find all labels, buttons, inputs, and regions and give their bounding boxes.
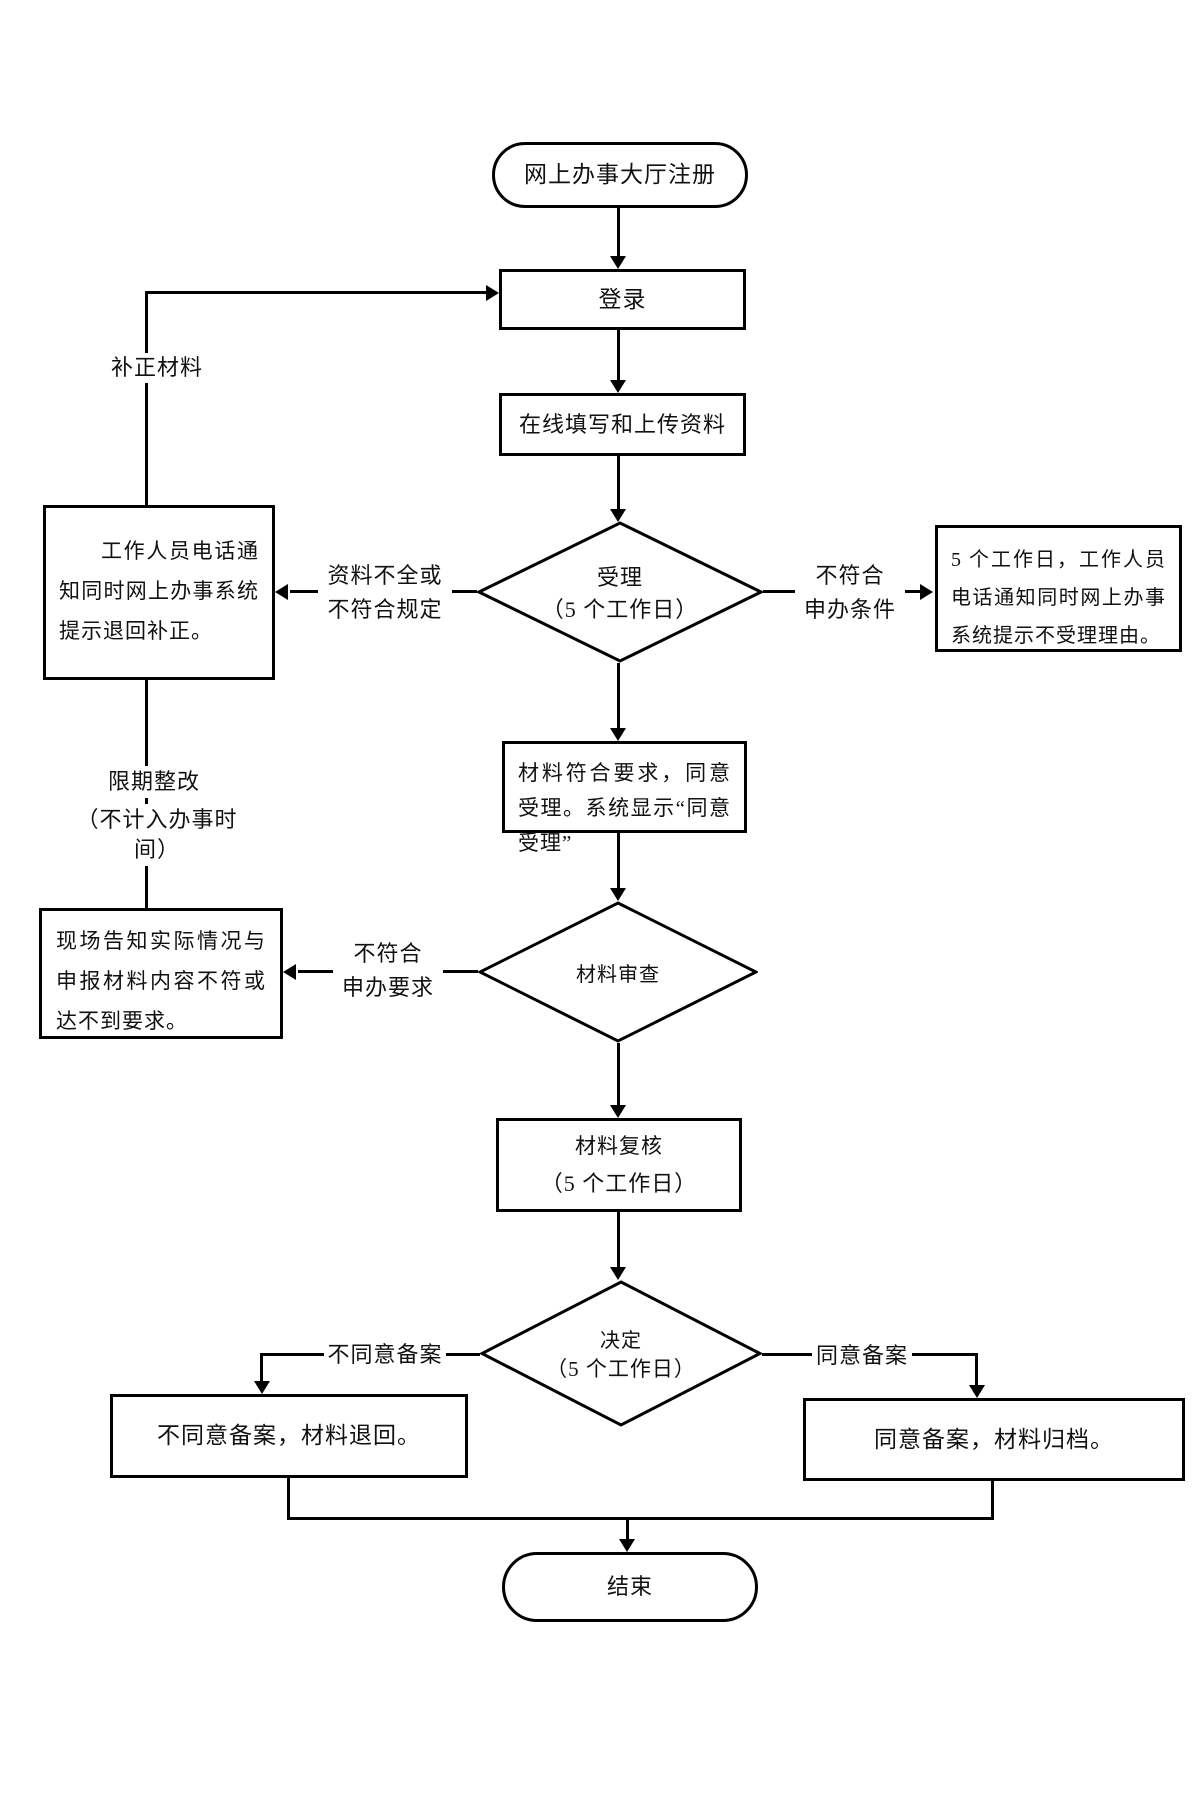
approve-result-node: 同意备案，材料归档。 xyxy=(803,1398,1185,1481)
arrowhead-down-icon xyxy=(254,1381,270,1394)
edge-recheck-decide xyxy=(617,1212,620,1267)
arrowhead-down-icon xyxy=(610,888,626,901)
arrowhead-down-icon xyxy=(610,509,626,522)
edge-decide-left-v xyxy=(260,1353,263,1381)
edge-label-not-eligible: 不符合 申办条件 xyxy=(795,558,905,628)
arrowhead-right-icon xyxy=(486,285,499,301)
arrowhead-left-icon xyxy=(275,584,288,600)
arrowhead-left-icon xyxy=(283,964,296,980)
edge-label-disagree: 不同意备案 xyxy=(324,1340,446,1370)
arrowhead-down-icon xyxy=(610,256,626,269)
edge-label-rectify-note: （不计入办事时间） xyxy=(60,804,254,866)
reject-result-node: 不同意备案，材料退回。 xyxy=(110,1394,468,1478)
edge-login-fill xyxy=(617,330,620,380)
edge-converge-right-v xyxy=(991,1481,994,1520)
onsite-inform-node: 现场告知实际情况与申报材料内容不符或达不到要求。 xyxy=(39,908,283,1039)
decide-diamond: 决定 （5 个工作日） xyxy=(480,1280,762,1427)
accept-title: 受理 xyxy=(596,565,643,590)
recheck-subtitle: （5 个工作日） xyxy=(540,1171,698,1196)
edge-label-not-meet: 不符合 申办要求 xyxy=(333,936,443,1006)
edge-label-fix-materials: 补正材料 xyxy=(100,353,214,383)
arrowhead-down-icon xyxy=(969,1385,985,1398)
accept-diamond: 受理 （5 个工作日） xyxy=(477,521,763,663)
approve-result-label: 同意备案，材料归档。 xyxy=(874,1426,1114,1452)
arrowhead-down-icon xyxy=(610,380,626,393)
fill-upload-node: 在线填写和上传资料 xyxy=(499,393,746,456)
edge-decide-right-v xyxy=(975,1353,978,1385)
edge-converge-h xyxy=(287,1517,994,1520)
accept-diamond-shape xyxy=(477,521,763,663)
edge-label-incomplete: 资料不全或 不符合规定 xyxy=(318,558,452,628)
edge-review-recheck xyxy=(617,1043,620,1105)
start-node: 网上办事大厅注册 xyxy=(492,142,748,208)
material-review-diamond: 材料审查 xyxy=(478,901,758,1043)
end-label: 结束 xyxy=(606,1574,653,1600)
edge-loop-vertical xyxy=(145,291,148,505)
arrowhead-right-icon xyxy=(920,584,933,600)
arrowhead-down-icon xyxy=(610,728,626,741)
end-node: 结束 xyxy=(502,1552,758,1622)
start-label: 网上办事大厅注册 xyxy=(524,162,716,188)
notify-reject-node: 5 个工作日，工作人员电话通知同时网上办事系统提示不受理理由。 xyxy=(935,525,1182,652)
material-review-label: 材料审查 xyxy=(576,963,660,986)
edge-agree-review xyxy=(617,833,620,888)
notify-fix-node: 工作人员电话通知同时网上办事系统提示退回补正。 xyxy=(43,505,275,680)
fill-upload-label: 在线填写和上传资料 xyxy=(518,411,726,437)
edge-loop-horizontal xyxy=(145,291,489,294)
recheck-node: 材料复核 （5 个工作日） xyxy=(496,1118,742,1212)
edge-start-login xyxy=(617,207,620,256)
decide-subtitle: （5 个工作日） xyxy=(546,1357,696,1381)
edge-label-agree: 同意备案 xyxy=(812,1341,912,1371)
accept-subtitle: （5 个工作日） xyxy=(541,597,699,622)
agree-accept-node: 材料符合要求，同意受理。系统显示“同意受理” xyxy=(502,741,747,855)
reject-result-label: 不同意备案，材料退回。 xyxy=(157,1423,421,1449)
edge-fill-accept xyxy=(617,456,620,509)
edge-label-rectify: 限期整改 xyxy=(102,766,206,798)
decide-diamond-shape xyxy=(480,1280,762,1427)
login-label: 登录 xyxy=(598,286,647,312)
arrowhead-down-icon xyxy=(619,1539,635,1552)
edge-converge-left-v xyxy=(287,1478,290,1520)
login-node: 登录 xyxy=(499,269,746,330)
edge-converge-center-v xyxy=(626,1520,629,1539)
material-review-diamond-shape xyxy=(478,901,758,1043)
arrowhead-down-icon xyxy=(610,1267,626,1280)
decide-title: 决定 xyxy=(600,1330,642,1352)
edge-accept-agree xyxy=(617,663,620,728)
arrowhead-down-icon xyxy=(610,1105,626,1118)
recheck-title: 材料复核 xyxy=(575,1134,663,1158)
